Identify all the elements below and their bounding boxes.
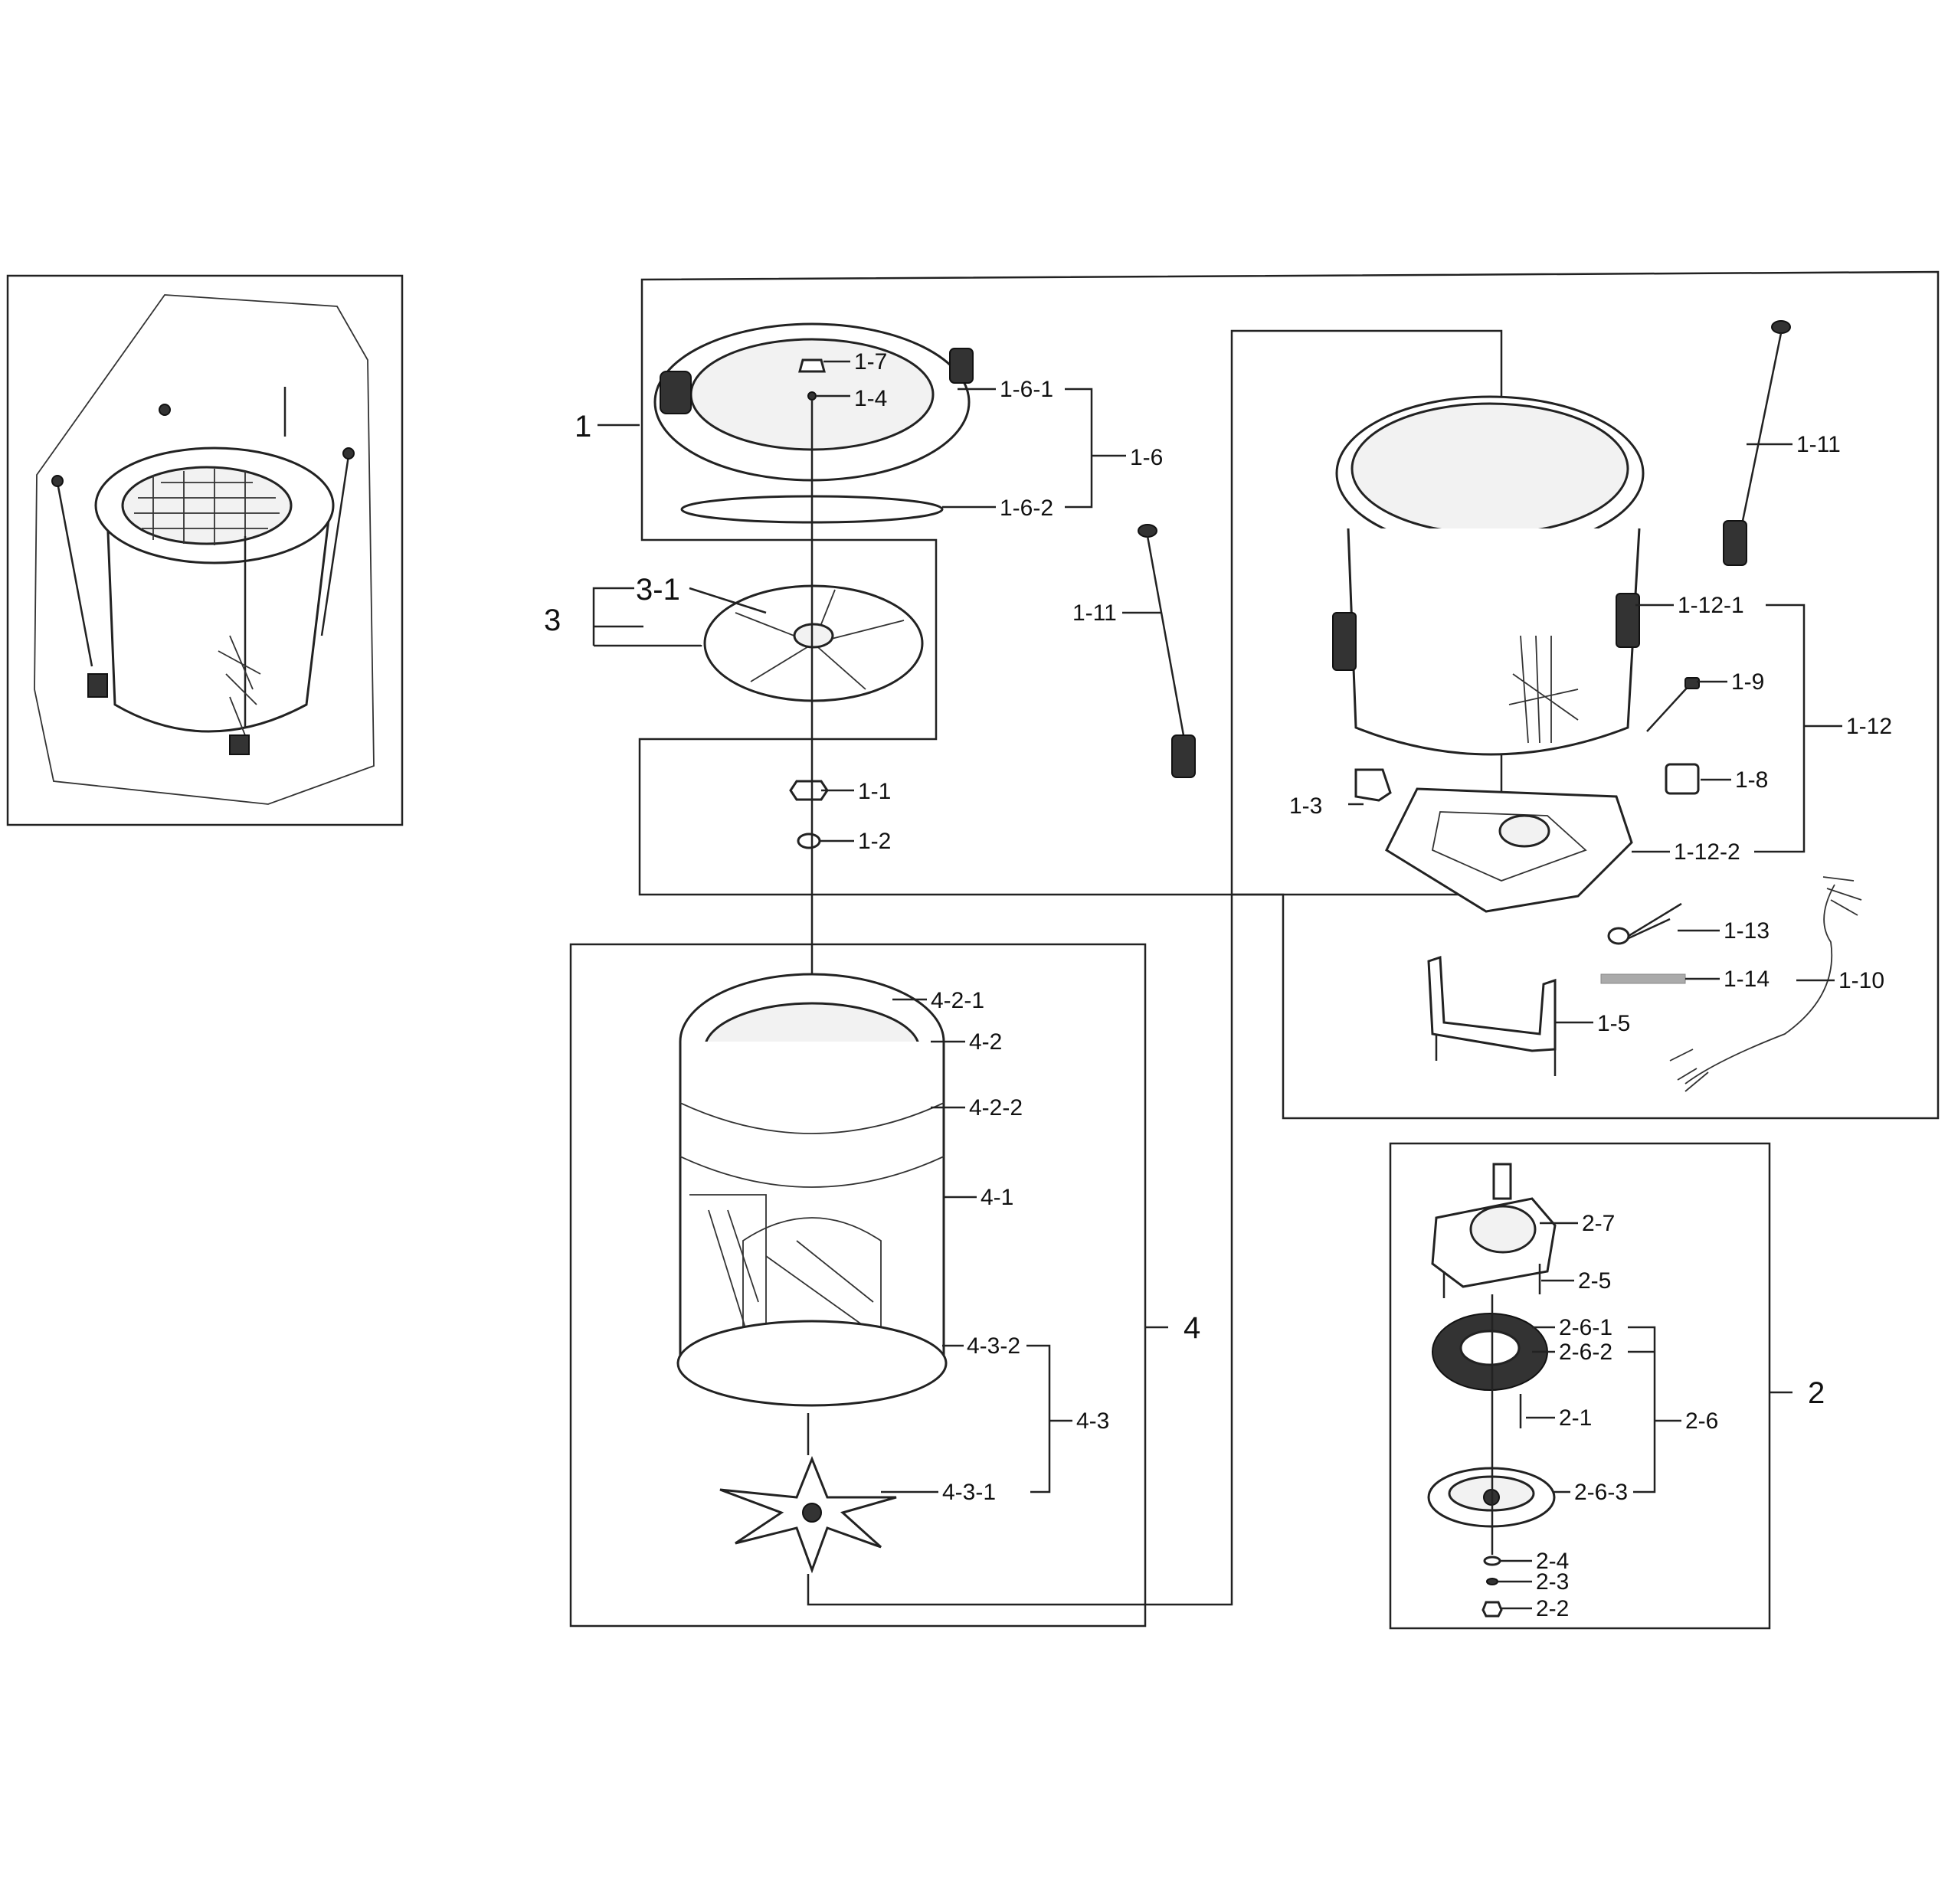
harness-1-10 (1669, 876, 1862, 1092)
label-2: 2 (1808, 1376, 1825, 1410)
label-1-5: 1-5 (1597, 1011, 1630, 1036)
label-2-6-2: 2-6-2 (1559, 1340, 1612, 1365)
switch-1-8 (1665, 763, 1700, 795)
label-4-2-2: 4-2-2 (969, 1095, 1023, 1120)
label-4-3-2: 4-3-2 (967, 1333, 1020, 1359)
label-1-11-left: 1-11 (1072, 600, 1117, 626)
outer-tub-1-12-1 (1332, 395, 1645, 756)
label-1-1: 1-1 (858, 779, 891, 804)
label-2-6-3: 2-6-3 (1574, 1480, 1628, 1505)
washers-2-2-2-3-2-4 (1481, 1556, 1503, 1618)
inner-tub-4-1 (676, 973, 948, 1407)
leader-lines (592, 360, 1842, 1610)
label-2-1: 2-1 (1559, 1405, 1592, 1431)
label-4-2-1: 4-2-1 (931, 988, 984, 1013)
nut-1-1-and-washer-1-2 (789, 780, 829, 849)
frame-1-5 (1427, 955, 1557, 1076)
clip-1-13 (1607, 902, 1682, 945)
label-4-3: 4-3 (1076, 1408, 1109, 1434)
part-labels: 1 1-7 1-4 1-6-1 1-6 1-6-2 3 3-1 1-11 1-1… (544, 349, 1892, 1621)
label-1-13: 1-13 (1724, 918, 1770, 944)
cap-1-7 (798, 358, 826, 417)
label-4-2: 4-2 (969, 1029, 1002, 1055)
tub-cover-1-6 (653, 322, 974, 482)
label-2-4: 2-4 (1536, 1549, 1569, 1574)
label-3-1: 3-1 (636, 573, 680, 607)
label-4: 4 (1184, 1311, 1200, 1345)
label-2-7: 2-7 (1582, 1211, 1615, 1236)
group-2-frame (1389, 1142, 1771, 1630)
label-2-5: 2-5 (1578, 1268, 1611, 1294)
bracket-1-3 (1354, 768, 1392, 802)
label-1-3: 1-3 (1289, 793, 1322, 819)
flange-4-3-1 (719, 1455, 897, 1574)
label-1-10: 1-10 (1838, 968, 1884, 993)
label-1-9: 1-9 (1731, 669, 1764, 695)
label-2-3: 2-3 (1536, 1569, 1569, 1595)
label-1-8: 1-8 (1735, 767, 1768, 793)
label-1-12-1: 1-12-1 (1678, 593, 1744, 618)
group-4-link-line (807, 1455, 1233, 1606)
tub-base-1-12-2 (1385, 787, 1633, 913)
label-2-2: 2-2 (1536, 1596, 1569, 1621)
sensor-1-9 (1646, 677, 1700, 732)
stator-2-6-1 (1432, 1313, 1548, 1428)
label-4-3-1: 4-3-1 (942, 1480, 996, 1505)
label-2-6-1: 2-6-1 (1559, 1315, 1612, 1340)
pulsator-3-1 (703, 584, 924, 702)
damper-rod-1-11-left (1138, 524, 1196, 778)
damper-rod-1-11-right (1723, 320, 1791, 566)
assembled-tub-illustration (51, 387, 355, 755)
label-1-12-2: 1-12-2 (1674, 839, 1740, 865)
label-1-6-1: 1-6-1 (1000, 377, 1053, 402)
label-1-12: 1-12 (1846, 714, 1892, 739)
label-4-1: 4-1 (981, 1185, 1013, 1210)
overview-inset (6, 274, 404, 826)
label-1: 1 (575, 410, 591, 443)
label-1-6: 1-6 (1130, 445, 1163, 470)
label-2-6: 2-6 (1685, 1408, 1718, 1434)
label-1-4: 1-4 (854, 386, 887, 411)
label-3: 3 (544, 604, 561, 637)
label-1-11-right: 1-11 (1796, 432, 1841, 457)
label-1-14: 1-14 (1724, 967, 1770, 992)
bearing-housing-2-7 (1431, 1163, 1557, 1298)
label-1-6-2: 1-6-2 (1000, 496, 1053, 521)
label-1-2: 1-2 (858, 829, 891, 854)
label-1-7: 1-7 (854, 349, 887, 375)
strip-1-14 (1600, 973, 1686, 984)
group-4-frame (569, 943, 1147, 1628)
